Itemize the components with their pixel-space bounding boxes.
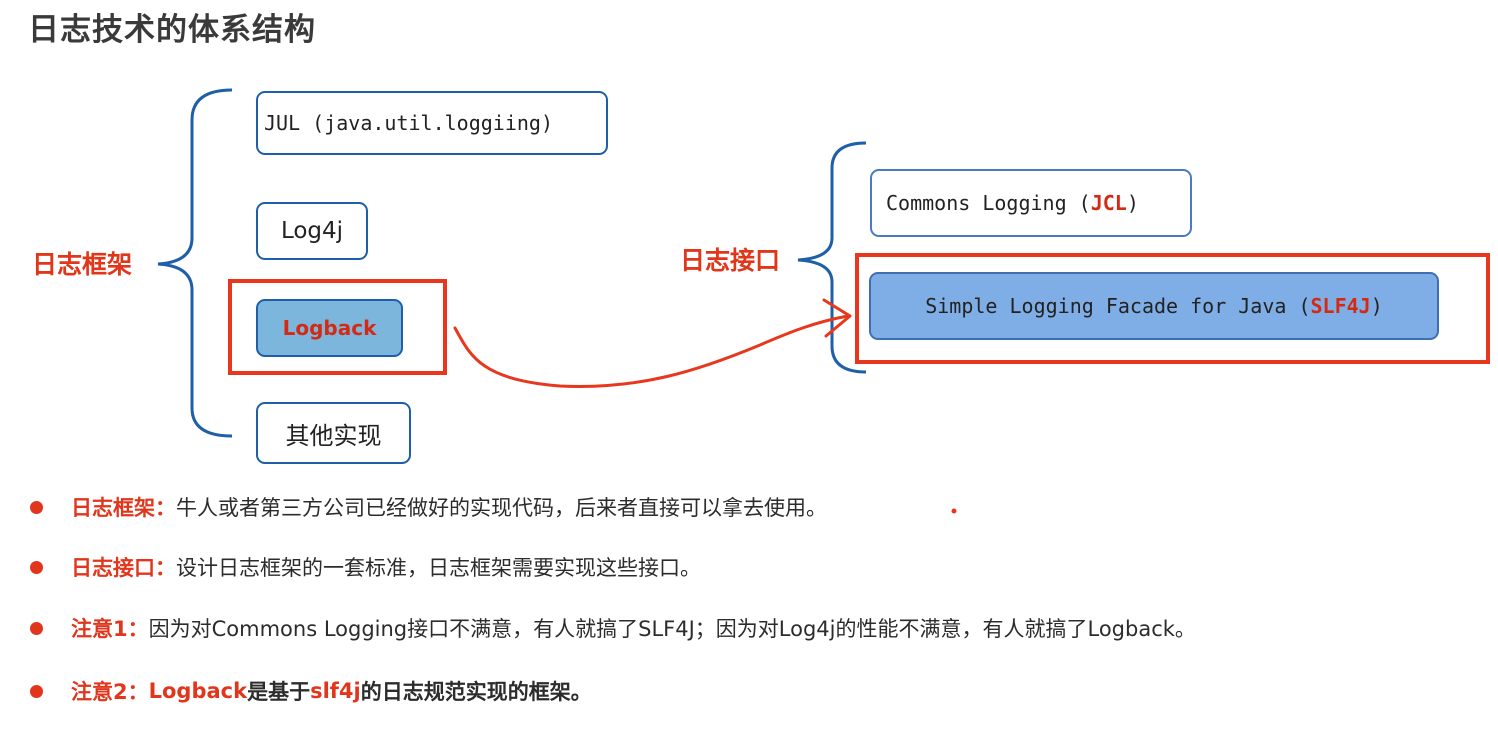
slf4j-suffix: ) — [1370, 294, 1383, 318]
bullet-text: 是基于 — [247, 680, 311, 704]
other-impl-box: 其他实现 — [256, 402, 411, 464]
logback-highlight — [228, 279, 447, 375]
framework-label: 日志框架 — [32, 250, 133, 279]
bullet-dot-icon — [30, 621, 43, 635]
bullet-text: 设计日志框架的一套标准，日志框架需要实现这些接口。 — [176, 556, 701, 580]
bullet-text: 牛人或者第三方公司已经做好的实现代码，后来者直接可以拿去使用。 — [176, 496, 827, 520]
arrow-head — [822, 298, 852, 338]
interface-label: 日志接口 — [680, 246, 781, 275]
jul-box: JUL (java.util.loggiing) — [256, 91, 608, 155]
bullet-text: 的日志规范实现的框架。 — [360, 680, 592, 704]
logback-to-slf4j-arrow — [453, 314, 850, 388]
framework-brace — [157, 88, 233, 438]
jcl-abbr: JCL — [1090, 191, 1127, 215]
bullet-head: 日志接口： — [71, 556, 176, 580]
jcl-suffix: ) — [1126, 191, 1139, 215]
log4j-box: Log4j — [256, 202, 368, 260]
slf4j-prefix: Simple Logging Facade for Java ( — [925, 294, 1311, 318]
bullet-dot-icon — [30, 560, 43, 574]
bullet-head: 日志框架： — [71, 496, 176, 520]
interface-brace — [797, 141, 867, 374]
page-title: 日志技术的体系结构 — [28, 12, 316, 48]
bullet-highlight-slf4j: slf4j — [310, 679, 361, 703]
jcl-box: Commons Logging (JCL) — [870, 169, 1192, 237]
bullet-item-interface: 日志接口： 设计日志框架的一套标准，日志框架需要实现这些接口。 — [30, 552, 701, 582]
bullet-head: 注意1： — [71, 617, 149, 641]
red-dot-mark — [951, 508, 957, 514]
bullet-highlight-logback: Logback — [148, 679, 248, 703]
slf4j-box: Simple Logging Facade for Java (SLF4J) — [869, 272, 1439, 340]
bullet-item-note2: 注意2： Logback 是基于 slf4j 的日志规范实现的框架。 — [30, 676, 592, 706]
bullet-text: 因为对Commons Logging接口不满意，有人就搞了SLF4J；因为对Lo… — [148, 617, 1196, 641]
jcl-prefix: Commons Logging ( — [886, 191, 1091, 215]
bullet-dot-icon — [30, 684, 43, 698]
bullet-item-framework: 日志框架： 牛人或者第三方公司已经做好的实现代码，后来者直接可以拿去使用。 — [30, 492, 827, 522]
bullet-item-note1: 注意1： 因为对Commons Logging接口不满意，有人就搞了SLF4J；… — [30, 613, 1196, 643]
slf4j-abbr: SLF4J — [1310, 294, 1371, 318]
bullet-dot-icon — [30, 500, 43, 514]
slf4j-highlight — [855, 253, 1490, 364]
logback-box: Logback — [256, 299, 403, 357]
bullet-head: 注意2： — [71, 680, 149, 704]
